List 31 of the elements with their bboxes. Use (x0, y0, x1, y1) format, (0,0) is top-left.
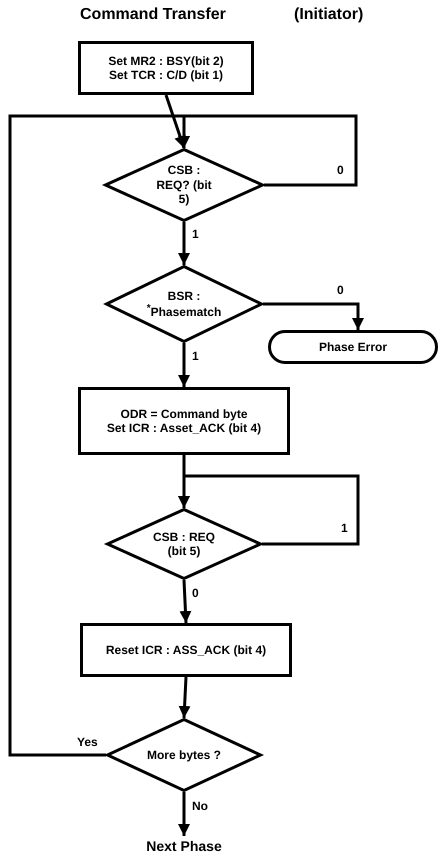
node-text: Reset ICR : ASS_ACK (bit 4) (106, 642, 266, 658)
title: Command Transfer (80, 6, 226, 24)
arrow (178, 474, 360, 546)
node-text: Next Phase (146, 838, 222, 854)
node-text: More bytes ? (146, 748, 221, 762)
node-text: Set MR2 : BSY(bit 2) (108, 54, 224, 68)
edge-label: 0 (191, 587, 200, 600)
arrow (8, 114, 190, 756)
node-text: ODR = Command byte (120, 406, 248, 421)
process-box (80, 623, 292, 677)
arrow (179, 580, 192, 624)
arrow (164, 94, 186, 148)
node-text: CSB : REQ? (bit 5) (156, 163, 212, 207)
arrow (178, 792, 190, 836)
edge-label: Yes (76, 736, 99, 750)
node-text: CSB : REQ (bit 5) (152, 530, 216, 558)
node-text: BSR : $^{*}$Phasematch (146, 288, 222, 320)
edge-label: 0 (336, 164, 345, 178)
arrow (178, 343, 190, 387)
arrow (178, 676, 191, 718)
note: (Initiator) (294, 6, 364, 24)
node-text: Set TCR : C/D (bit 1) (109, 68, 223, 82)
node-text: Set ICR : Asset_ACK (bit 4) (106, 421, 262, 436)
arrow (263, 302, 364, 330)
node-text: Phase Error (318, 340, 388, 354)
edge-label: No (191, 800, 209, 814)
process-box (78, 387, 290, 455)
arrow (178, 222, 190, 265)
edge-label: 0 (336, 284, 345, 298)
terminal-box (268, 330, 438, 364)
process-box (78, 41, 254, 95)
